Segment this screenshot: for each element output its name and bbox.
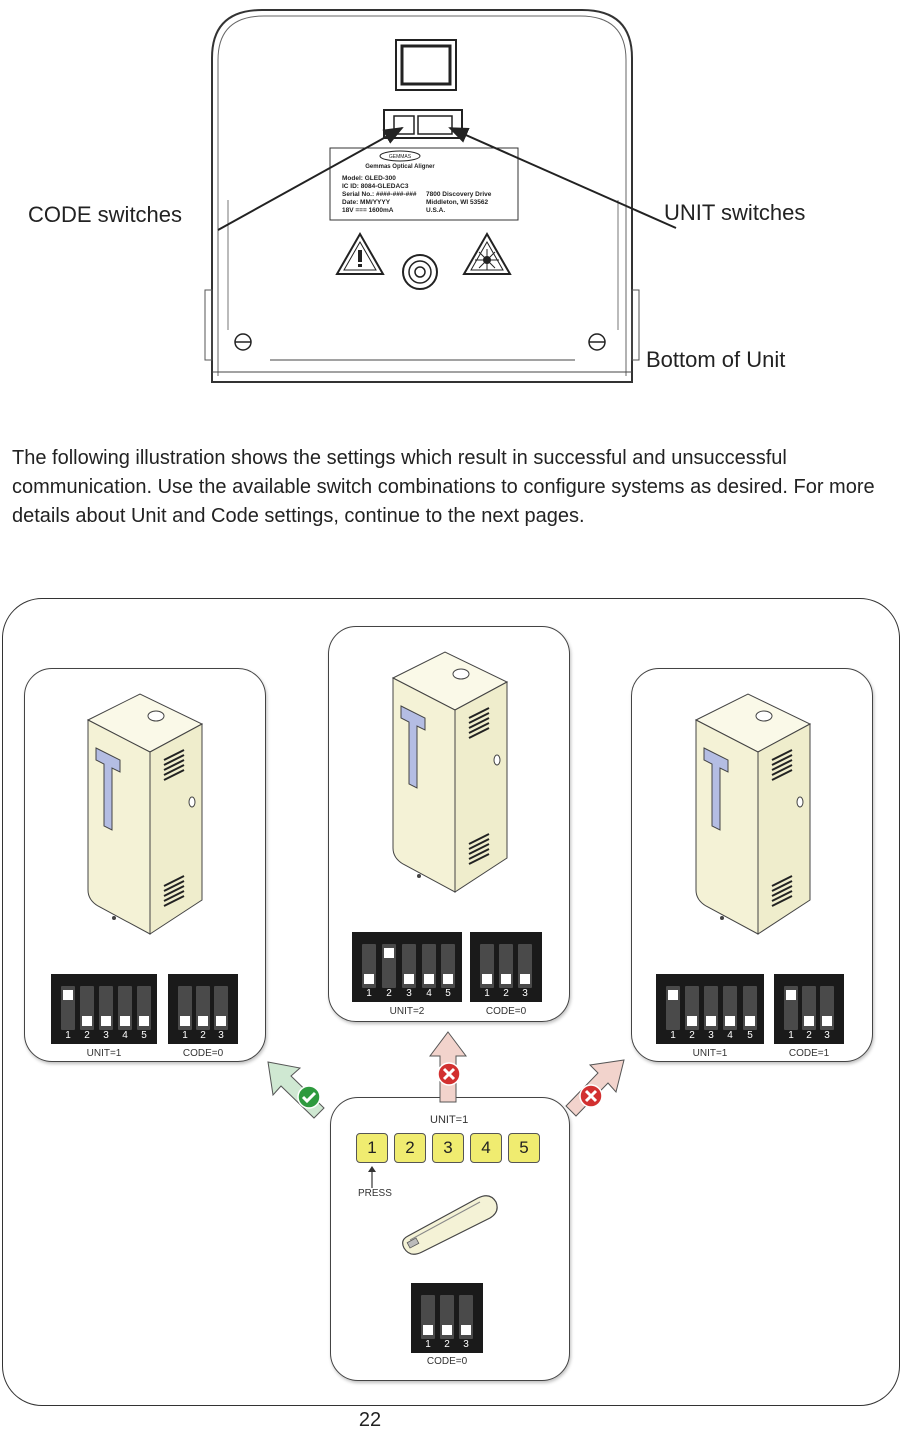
intro-paragraph: The following illustration shows the set… — [12, 447, 875, 527]
code-switches-callout: CODE switches — [28, 202, 183, 227]
remote-key-5[interactable]: 5 — [508, 1133, 540, 1163]
check-icon — [297, 1085, 321, 1109]
connector-icon — [402, 254, 438, 290]
unit-illustration-middle — [391, 651, 509, 893]
press-label: PRESS — [358, 1188, 392, 1199]
laser-warning-icon — [462, 231, 512, 275]
label-power: 18V === 1600mA — [342, 207, 394, 214]
label-brand: Gemmas Optical Aligner — [365, 164, 435, 170]
unit-illustration-left — [86, 693, 204, 935]
remote-code-caption: CODE=0 — [426, 1356, 468, 1367]
remote-key-3[interactable]: 3 — [432, 1133, 464, 1163]
code-caption-left: CODE=0 — [182, 1048, 224, 1059]
unit-caption-left: UNIT=1 — [86, 1048, 122, 1059]
label-icid: IC ID: 8084-GLEDAC3 — [342, 183, 409, 190]
svg-text:GEMMAS: GEMMAS — [389, 154, 412, 160]
unit-bottom-illustration: GEMMAS Gemmas Optical Aligner Model: GLE… — [204, 9, 677, 383]
label-model: Model: GLED-300 — [342, 175, 396, 182]
unit-caption-middle: UNIT=2 — [389, 1006, 425, 1017]
label-addr3: U.S.A. — [426, 207, 445, 214]
warning-icon — [335, 231, 385, 275]
label-addr1: 7800 Discovery Drive — [426, 191, 492, 198]
press-arrow-icon — [368, 1166, 376, 1188]
remote-unit-caption: UNIT=1 — [430, 1114, 469, 1126]
unit-caption-right: UNIT=1 — [692, 1048, 728, 1059]
remote-key-2[interactable]: 2 — [394, 1133, 426, 1163]
unit-switches-callout: UNIT switches — [664, 200, 806, 225]
unit-illustration-right — [694, 693, 812, 935]
code-caption-middle: CODE=0 — [485, 1006, 527, 1017]
code-caption-right: CODE=1 — [788, 1048, 830, 1059]
remote-key-1[interactable]: 1 — [356, 1133, 388, 1163]
screw-icon — [234, 333, 252, 351]
fail-x-icon — [579, 1084, 603, 1108]
screw-icon — [588, 333, 606, 351]
label-addr2: Middleton, WI 53562 — [426, 199, 489, 206]
label-date: Date: MM/YYYY — [342, 199, 391, 206]
page-number: 22 — [358, 1409, 382, 1431]
remote-key-4[interactable]: 4 — [470, 1133, 502, 1163]
bottom-of-unit-callout: Bottom of Unit — [646, 347, 786, 372]
label-serial: Serial No.: ####-###-### — [342, 191, 417, 198]
remote-control-icon — [402, 1195, 498, 1255]
fail-x-icon — [437, 1062, 461, 1086]
